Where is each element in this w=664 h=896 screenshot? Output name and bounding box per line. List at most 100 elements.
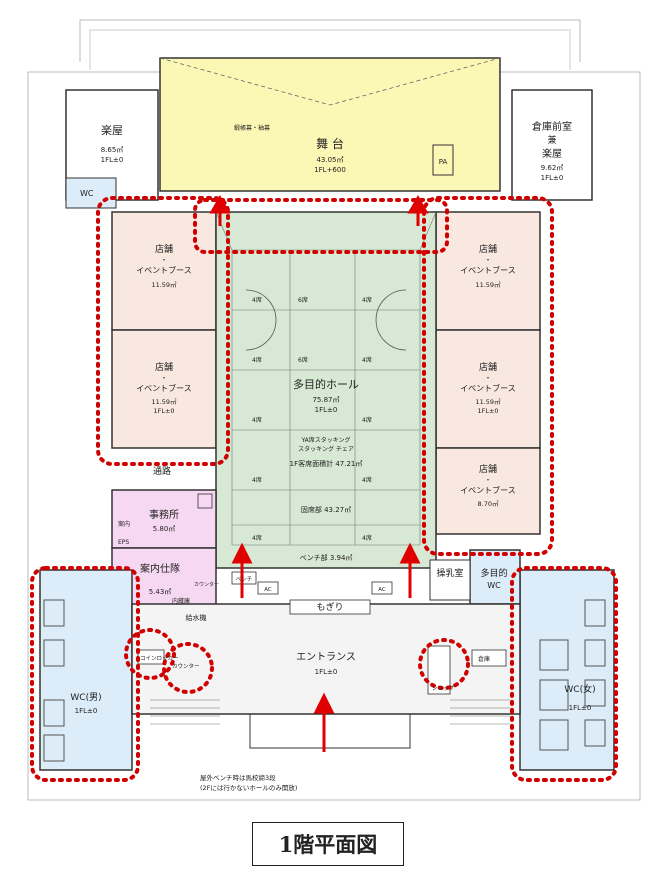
shop-right-2-area: 11.59㎡ <box>475 397 501 406</box>
info-name: 案内仕隊 <box>140 562 180 575</box>
hall-area: 75.87㎡ <box>312 396 339 404</box>
ac-left-label: AC <box>264 587 272 593</box>
stage-area <box>159 57 501 192</box>
svg-text:6席: 6席 <box>298 356 308 364</box>
gakuya-left-area: 8.65㎡ <box>101 146 124 154</box>
mogiri-counter <box>289 599 371 615</box>
shop-left-1-area: 11.59㎡ <box>151 280 177 289</box>
mech-label: 操乳室 <box>436 567 463 579</box>
storage-small <box>471 649 507 667</box>
passage-label: 通路 <box>153 465 171 477</box>
shop-left-2-name2: ・ <box>161 374 168 382</box>
svg-text:4席: 4席 <box>252 416 262 424</box>
hall-seat-note2: スタッキング チェア <box>298 445 354 453</box>
drawing-title: 1階平面図 <box>252 822 404 866</box>
info-area: 5.43㎡ <box>149 588 172 596</box>
gakuya-right-area: 9.62㎡ <box>541 164 564 172</box>
entrance-fl: 1FL±0 <box>315 668 338 676</box>
gakuya-right-name1: 倉庫前室 <box>532 120 572 133</box>
shop-left-1 <box>111 211 217 331</box>
shop-left-2-area: 11.59㎡ <box>151 397 177 406</box>
ac-right-label: AC <box>378 587 386 593</box>
wc-female-name: WC(女) <box>564 683 595 695</box>
stage-note: 緞帳幕・袖幕 <box>234 124 270 132</box>
shop-right-1-area: 11.59㎡ <box>475 280 501 289</box>
svg-text:4席: 4席 <box>252 534 262 542</box>
svg-text:4席: 4席 <box>362 416 372 424</box>
stairs <box>150 699 510 725</box>
office-name: 事務所 <box>149 508 179 521</box>
wc-small-room <box>65 177 117 209</box>
shop-right-3-name3: イベントブース <box>460 485 516 495</box>
mogiri-label: もぎり <box>316 601 343 613</box>
office-fixture <box>197 493 213 509</box>
shop-right-1-name2: ・ <box>485 256 492 264</box>
hall-fl: 1FL±0 <box>315 406 338 414</box>
wc-stalls <box>43 599 606 762</box>
stage-pa: PA <box>439 158 448 166</box>
coin-label: コインロッカー <box>140 655 179 662</box>
svg-text:4席: 4席 <box>252 476 262 484</box>
svg-text:4席: 4席 <box>362 476 372 484</box>
office-sub: 案内 <box>118 520 130 528</box>
svg-text:6席: 6席 <box>298 296 308 304</box>
bench-small-label: ベンチ <box>236 576 253 583</box>
shop-right-1-name1: 店舗 <box>479 243 497 255</box>
office-eps: EPS <box>118 539 129 546</box>
water-label: 給水機 <box>186 613 207 622</box>
ac-box-left <box>257 581 279 595</box>
info-counter: カウンター <box>194 581 219 588</box>
hall-seat-note1: YA席スタッキング <box>300 436 350 444</box>
wc-male-name: WC(男) <box>70 692 101 703</box>
entrance-hall <box>131 603 521 715</box>
hall-grid <box>231 249 421 546</box>
hall-bench: ベンチ部 3.94㎡ <box>300 553 353 562</box>
hall-seating: 1F客席面積計 47.21㎡ <box>290 459 363 468</box>
shop-right-3-name2: ・ <box>485 476 492 484</box>
roof-outline-inner <box>89 29 571 70</box>
wc-male-room <box>39 569 133 771</box>
shoe-label: ショップ <box>432 685 455 692</box>
hall-seat-labels: 4席 6席 4席 4席 6席 4席 4席 4席 4席 4席 4席 4席 <box>252 296 372 542</box>
red-arrows <box>209 194 429 752</box>
shop-right-3-area: 8.70㎡ <box>478 499 499 508</box>
shop-left-1-name1: 店舗 <box>155 243 173 255</box>
stage-area-text: 43.05㎡ <box>316 156 343 164</box>
gakuya-right-room <box>511 89 593 201</box>
gakuya-left-fl: 1FL±0 <box>101 156 124 164</box>
pa-box <box>432 144 454 176</box>
svg-text:4席: 4席 <box>252 296 262 304</box>
wc-multi-room <box>469 549 521 605</box>
sign-label: カウンター <box>172 662 200 670</box>
shop-right-2-name1: 店舗 <box>479 361 497 373</box>
red-highlight-outlines <box>30 196 618 782</box>
shop-left-1-name3: イベントブース <box>136 265 192 275</box>
roof-outline <box>79 19 581 62</box>
mech-room <box>429 559 471 601</box>
shop-right-3-name1: 店舗 <box>479 463 497 475</box>
shop-right-2-name2: ・ <box>485 374 492 382</box>
hall-name: 多目的ホール <box>293 377 359 391</box>
wc-male-fl: 1FL±0 <box>75 707 98 715</box>
gakuya-right-name3: 楽屋 <box>542 147 562 160</box>
wc-small-label: WC <box>80 189 94 198</box>
shop-left-2-fl: 1FL±0 <box>153 407 174 415</box>
entrance-porch <box>249 714 411 749</box>
stage-fl: 1FL+600 <box>314 166 346 174</box>
note-line-1: 屋外ベンチ時は馬校締3段 <box>200 773 276 782</box>
svg-text:4席: 4席 <box>362 356 372 364</box>
shop-right-1-name3: イベントブース <box>460 265 516 275</box>
gakuya-right-fl: 1FL±0 <box>541 174 564 182</box>
storage-small-label: 倉庫 <box>478 655 490 663</box>
shop-right-2-name3: イベントブース <box>460 383 516 393</box>
svg-text:4席: 4席 <box>362 534 372 542</box>
hall-door-swings <box>245 289 407 351</box>
shop-counter <box>427 645 451 695</box>
multipurpose-hall <box>215 211 437 569</box>
shop-right-2-fl: 1FL±0 <box>477 407 498 415</box>
shop-left-1-name2: ・ <box>161 256 168 264</box>
office-area: 5.80㎡ <box>153 525 176 533</box>
info-sub: 内蔵庫 <box>172 597 190 605</box>
ac-box-right <box>371 581 393 595</box>
